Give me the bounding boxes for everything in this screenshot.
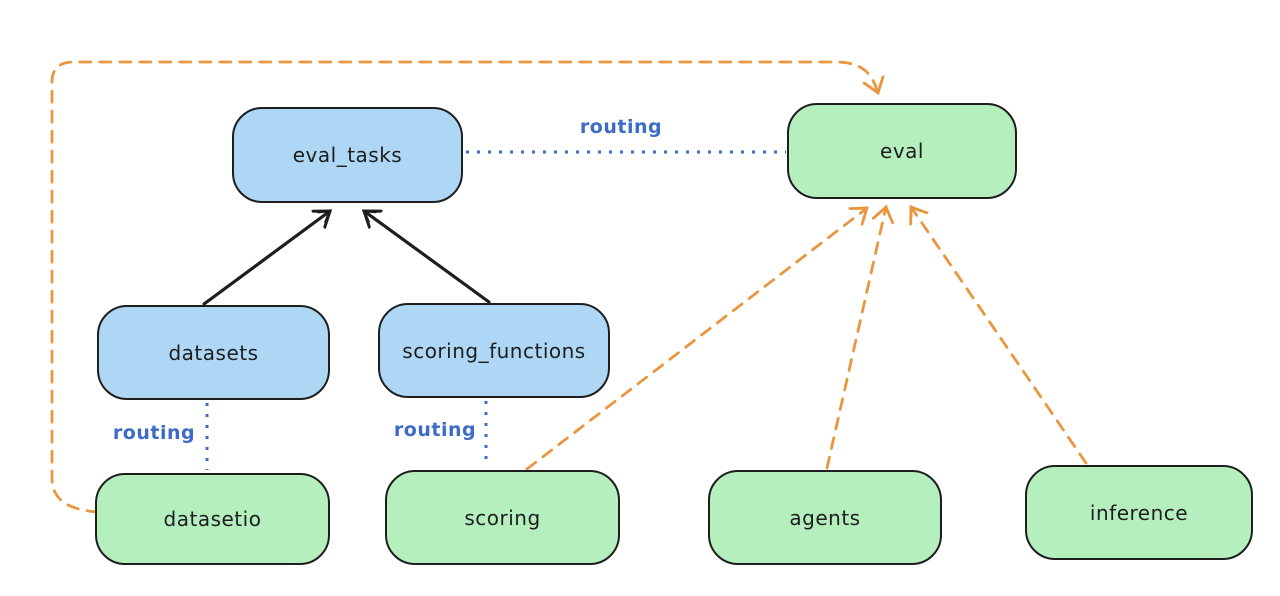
edge-inference-to-eval xyxy=(911,207,1088,465)
node-inference-label: inference xyxy=(1089,500,1189,525)
edge-datasetio-to-eval xyxy=(50,60,878,514)
edge-datasets-to-eval-tasks xyxy=(202,209,330,306)
routing-label-datasets-datasetio: routing xyxy=(112,422,196,444)
node-agents: agents xyxy=(708,470,942,565)
node-scoring-label: scoring xyxy=(464,505,541,530)
routing-label-scoring-functions-scoring: routing xyxy=(393,419,477,441)
node-datasetio-label: datasetio xyxy=(163,507,262,531)
routing-label-eval-tasks-eval: routing xyxy=(579,116,663,138)
node-datasets-label: datasets xyxy=(168,340,259,365)
edge-scoring-functions-to-eval-tasks xyxy=(364,209,491,304)
node-datasets: datasets xyxy=(97,305,330,400)
node-eval: eval xyxy=(787,103,1017,199)
node-inference: inference xyxy=(1025,465,1253,560)
node-scoring-functions-label: scoring_functions xyxy=(402,338,586,363)
node-eval-tasks: eval_tasks xyxy=(232,107,463,203)
edge-scoring-to-eval xyxy=(525,208,867,471)
node-eval-label: eval xyxy=(880,139,924,163)
node-datasetio: datasetio xyxy=(95,473,330,565)
node-scoring-functions: scoring_functions xyxy=(378,303,610,398)
node-scoring: scoring xyxy=(385,470,620,565)
node-agents-label: agents xyxy=(789,505,861,530)
node-eval-tasks-label: eval_tasks xyxy=(292,143,403,167)
edge-agents-to-eval xyxy=(825,207,886,470)
